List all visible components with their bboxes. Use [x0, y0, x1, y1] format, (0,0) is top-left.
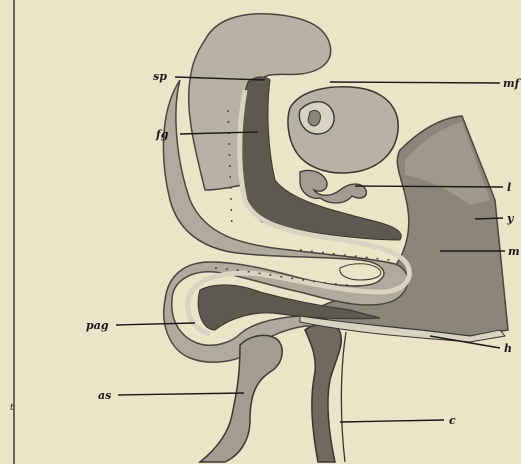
label-fg: fg [155, 128, 169, 141]
label-as: as [98, 389, 111, 402]
label-mf: mf [503, 77, 521, 90]
label-pag: pag [86, 319, 109, 332]
margin-mark: t [10, 403, 14, 413]
hindgut-lumen [340, 264, 381, 280]
amnion-line [341, 332, 346, 462]
liver-bud [300, 170, 366, 203]
leader-y [475, 218, 503, 219]
label-c: c [449, 414, 456, 427]
leader-as [118, 393, 244, 395]
leader-mf [330, 82, 500, 83]
label-m: m [508, 245, 520, 258]
label-h: h [504, 342, 512, 355]
heart-bulb [288, 87, 398, 173]
label-y: y [506, 212, 515, 225]
label-sp: sp [153, 70, 167, 83]
heart-inner [308, 110, 320, 126]
leader-l [355, 186, 503, 187]
leader-c [340, 420, 444, 422]
label-l: l [507, 181, 511, 194]
cloaca-tube [305, 324, 341, 462]
leader-pag [116, 323, 195, 325]
